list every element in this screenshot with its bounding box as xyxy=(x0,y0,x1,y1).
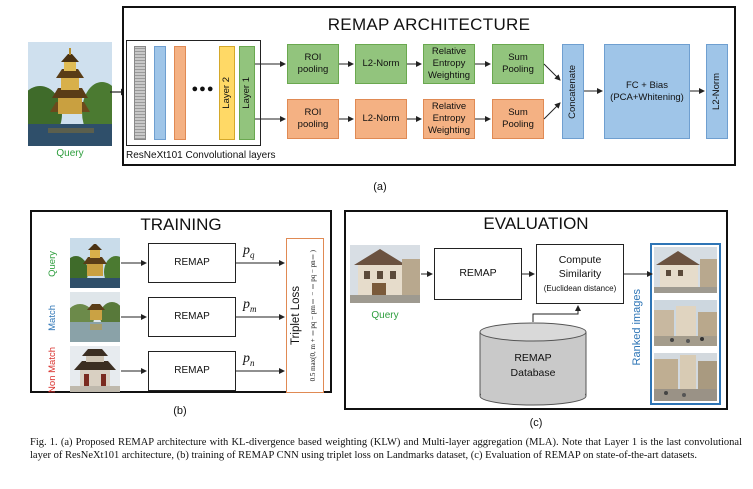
bottom-relative-entropy-weighting: Relative Entropy Weighting xyxy=(423,99,475,139)
subfigure-a-label: (a) xyxy=(373,181,387,193)
ranked-image-1 xyxy=(654,247,717,293)
layer-2-box: Layer 2 xyxy=(219,46,235,140)
compute-label: Compute xyxy=(558,254,602,267)
backbone-blue-layer xyxy=(154,46,166,140)
figure-caption: Fig. 1. (a) Proposed REMAP architecture … xyxy=(30,437,742,462)
similarity-label: Similarity xyxy=(558,267,602,280)
evaluation-query-label: Query xyxy=(371,310,399,321)
pn-symbol: pn xyxy=(243,351,255,368)
top-roi-pooling: ROI pooling xyxy=(287,44,339,84)
training-remap-query: REMAP xyxy=(148,243,236,283)
pq-symbol: pq xyxy=(243,243,255,260)
database-label-1: REMAP xyxy=(514,352,552,364)
evaluation-remap-box: REMAP xyxy=(434,248,522,300)
backbone-label: ResNeXt101 Convolutional layers xyxy=(126,150,276,161)
fc-pca-whitening-label: (PCA+Whitening) xyxy=(610,91,684,103)
bottom-l2-norm: L2-Norm xyxy=(355,99,407,139)
top-l2-norm: L2-Norm xyxy=(355,44,407,84)
pn-sub: n xyxy=(250,357,255,368)
backbone-salmon-layer xyxy=(174,46,186,140)
backbone-box xyxy=(126,40,261,146)
training-query-image xyxy=(70,238,120,288)
database-label-2: Database xyxy=(510,367,556,379)
query-label: Query xyxy=(56,148,84,159)
euclidean-distance-label: (Euclidean distance) xyxy=(543,283,617,293)
pm-symbol: pm xyxy=(243,297,257,314)
training-nonmatch-image xyxy=(70,346,120,392)
evaluation-arrows xyxy=(421,271,653,322)
training-match-image xyxy=(70,292,120,342)
bottom-roi-pooling: ROI pooling xyxy=(287,99,339,139)
fc-bias-label: FC + Bias xyxy=(626,79,668,91)
backbone-dots: ●●● xyxy=(191,83,215,95)
query-image xyxy=(28,42,112,146)
subfigure-c-label: (c) xyxy=(529,417,543,429)
layer-1-box: Layer 1 xyxy=(239,46,255,140)
ranked-image-2 xyxy=(654,300,717,346)
architecture-title: REMAP ARCHITECTURE xyxy=(327,15,531,34)
backbone-gray-layer xyxy=(134,46,146,140)
training-remap-nonmatch: REMAP xyxy=(148,351,236,391)
concatenate-box: Concatenate xyxy=(562,44,584,139)
pq-sub: q xyxy=(250,249,255,260)
remap-database-cylinder xyxy=(479,322,587,406)
evaluation-title: EVALUATION xyxy=(483,214,589,233)
pn-base: p xyxy=(243,351,250,366)
final-l2-norm-box: L2-Norm xyxy=(706,44,728,139)
top-relative-entropy-weighting: Relative Entropy Weighting xyxy=(423,44,475,84)
training-remap-match: REMAP xyxy=(148,297,236,337)
evaluation-query-image xyxy=(350,245,420,303)
bottom-sum-pooling: Sum Pooling xyxy=(492,99,544,139)
fc-bias-box: FC + Bias (PCA+Whitening) xyxy=(604,44,690,139)
temple-photo-art xyxy=(28,42,112,146)
triplet-loss-box xyxy=(286,238,324,393)
top-sum-pooling: Sum Pooling xyxy=(492,44,544,84)
compute-similarity-box: Compute Similarity (Euclidean distance) xyxy=(536,244,624,304)
pm-base: p xyxy=(243,297,250,312)
pm-sub: m xyxy=(250,303,257,314)
pq-base: p xyxy=(243,243,250,258)
ranked-images-panel xyxy=(650,243,721,405)
training-arrows xyxy=(121,260,285,374)
subfigure-b-label: (b) xyxy=(173,405,187,417)
architecture-arrows xyxy=(255,61,705,122)
ranked-image-3 xyxy=(654,353,717,401)
training-title: TRAINING xyxy=(140,215,222,234)
